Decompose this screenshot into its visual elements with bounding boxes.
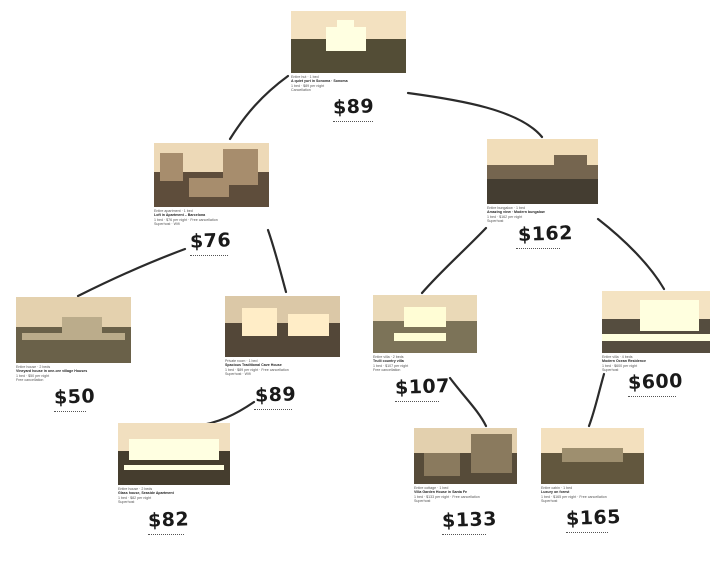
- price-label: $133: [441, 508, 498, 532]
- edge-left-ll: [76, 247, 187, 298]
- listing-detail-line: Superhost: [541, 498, 558, 503]
- listing-photo[interactable]: [373, 295, 477, 353]
- listing-detail-line: Entire house · 2 beds: [118, 487, 153, 491]
- listing-detail-line: Superhost: [487, 218, 504, 223]
- price-underline: [254, 407, 292, 410]
- listing-detail-line: Entire bungalow · 1 bed: [487, 206, 525, 210]
- price-underline: [628, 394, 676, 397]
- listing-detail-line: Entire house · 2 beds: [16, 365, 51, 369]
- listing-photo[interactable]: [225, 296, 340, 357]
- price-label: $89: [254, 383, 297, 407]
- price-underline: [54, 409, 86, 412]
- price-underline: [148, 532, 184, 535]
- price-underline: [333, 119, 373, 122]
- listing-title: Amazing view · Modern bungalow: [487, 210, 545, 215]
- listing-title: Glass house, Seaside Apartment: [118, 491, 174, 496]
- price-underline: [190, 253, 228, 256]
- listing-title: Luxury on forest: [541, 490, 570, 495]
- edge-root-left: [228, 74, 290, 141]
- listing-detail-line: 1 bed · $76 per night · Free cancellatio…: [154, 217, 218, 222]
- listing-detail-line: Superhost: [602, 367, 619, 372]
- edge-rl-rll: [448, 376, 488, 428]
- price-label: $107: [394, 375, 451, 399]
- listing-detail-line: Entire villa · 2 beds: [373, 355, 404, 359]
- price-underline: [516, 246, 560, 249]
- listing-photo[interactable]: [602, 291, 710, 353]
- listing-detail-line: Private room · 1 bed: [225, 359, 258, 363]
- price-underline: [566, 530, 608, 533]
- listing-detail-line: Superhost · Wifi: [154, 221, 180, 226]
- listing-photo[interactable]: [291, 11, 406, 73]
- listing-title: Spacious Traditional Cave House: [225, 363, 282, 368]
- listing-detail-line: Free cancellation: [373, 367, 401, 372]
- listing-title: Villa Garden House in Santa Fe: [414, 490, 468, 495]
- listing-photo[interactable]: [541, 428, 644, 484]
- price-label: $162: [517, 222, 574, 246]
- listing-detail-line: Entire cabin · 1 bed: [541, 486, 573, 490]
- edge-right-rl: [420, 226, 488, 295]
- listing-detail-line: Entire cottage · 1 bed: [414, 486, 449, 490]
- listing-detail-line: Free cancellation: [16, 377, 44, 382]
- price-label: $76: [189, 229, 232, 253]
- listing-title: Loft in Apartment – Barcelona: [154, 213, 206, 218]
- price-label: $50: [53, 385, 96, 409]
- listing-title: Vineyard house in one-ore village Houses: [16, 369, 88, 374]
- price-label: $82: [147, 508, 190, 532]
- listing-detail-line: Entire villa · 4 beds: [602, 355, 633, 359]
- listing-detail-line: 1 bed · $133 per night · Free cancellati…: [414, 494, 480, 499]
- edge-rr-rrl: [587, 372, 606, 428]
- listing-detail-line: Cancellation: [291, 87, 311, 92]
- listing-detail-line: Superhost: [118, 499, 135, 504]
- listing-detail-line: 1 bed · $50 per night: [16, 373, 50, 378]
- listing-detail-line: 1 bed · $89 per night · Free cancellatio…: [225, 367, 289, 372]
- price-label: $165: [565, 506, 622, 530]
- listing-photo[interactable]: [487, 139, 598, 204]
- listing-detail-line: 1 bed · $107 per night: [373, 363, 409, 368]
- listing-detail-line: 1 bed · $82 per night: [118, 495, 152, 500]
- edge-right-rr: [596, 217, 666, 291]
- listing-photo[interactable]: [118, 423, 230, 485]
- price-label: $600: [627, 370, 684, 394]
- listing-detail-line: Entire hut · 1 bed: [291, 75, 319, 79]
- listing-detail-line: 1 bed · $600 per night: [602, 363, 638, 368]
- listing-photo[interactable]: [414, 428, 517, 484]
- listing-title: Trulli country villa: [373, 359, 404, 364]
- price-underline: [442, 532, 486, 535]
- edge-left-lr: [266, 228, 288, 294]
- listing-detail-line: 1 bed · $165 per night · Free cancellati…: [541, 494, 607, 499]
- listing-photo[interactable]: [154, 143, 269, 207]
- listing-detail-line: 1 bed · $162 per night: [487, 214, 523, 219]
- listing-detail-line: Entire apartment · 1 bed: [154, 209, 193, 213]
- price-underline: [395, 399, 439, 402]
- listing-photo[interactable]: [16, 297, 131, 363]
- listing-title: A quiet yurt in Sonoma · Sonoma: [291, 79, 348, 84]
- edge-root-right: [406, 91, 544, 139]
- listing-detail-line: Superhost · Wifi: [225, 371, 251, 376]
- listing-detail-line: 1 bed · $89 per night: [291, 83, 325, 88]
- price-label: $89: [332, 95, 375, 119]
- listing-detail-line: Superhost: [414, 498, 431, 503]
- listing-title: Modern Ocean Residence: [602, 359, 646, 364]
